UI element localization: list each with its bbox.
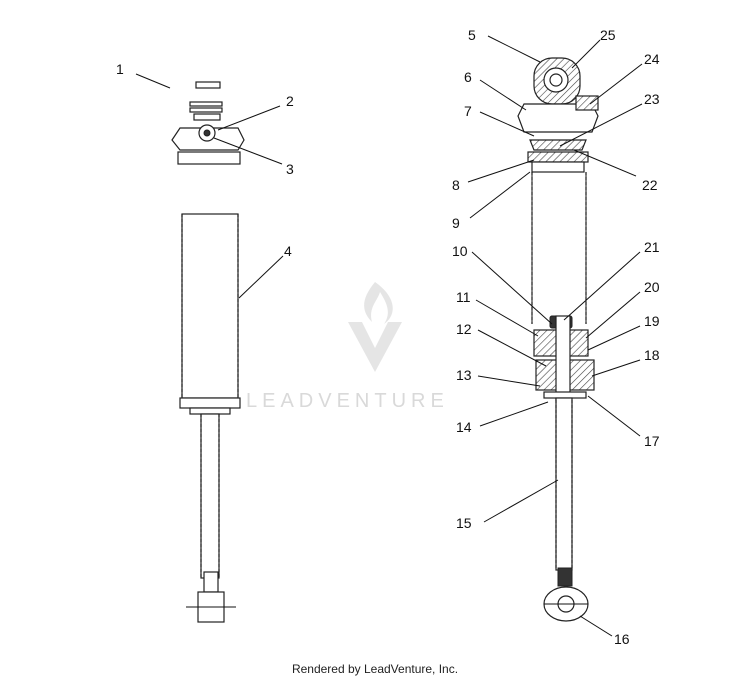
callout-18: 18 — [644, 347, 660, 363]
callout-7: 7 — [464, 103, 472, 119]
callout-10: 10 — [452, 243, 468, 259]
callout-19: 19 — [644, 313, 660, 329]
callout-17: 17 — [644, 433, 660, 449]
piston-top — [527, 151, 589, 163]
piston-rod — [555, 397, 573, 571]
shaft — [200, 413, 220, 579]
callout-22: 22 — [642, 177, 658, 193]
callout-3: 3 — [286, 161, 294, 177]
callout-23: 23 — [644, 91, 660, 107]
callout-24: 24 — [644, 51, 660, 67]
callout-11: 11 — [456, 289, 471, 305]
callout-13: 13 — [456, 367, 472, 383]
callout-9: 9 — [452, 215, 460, 231]
callout-20: 20 — [644, 279, 660, 295]
watermark-logo — [348, 282, 402, 372]
watermark-text: LEADVENTURE — [246, 390, 449, 412]
footer-credit: Rendered by LeadVenture, Inc. — [291, 662, 459, 676]
callout-4: 4 — [284, 243, 292, 259]
top-cap — [195, 81, 221, 89]
assembled-shock — [171, 81, 245, 623]
callout-6: 6 — [464, 69, 472, 85]
reservoir-port — [575, 95, 599, 111]
callout-25: 25 — [600, 27, 616, 43]
callout-16: 16 — [614, 631, 630, 647]
callout-21: 21 — [644, 239, 660, 255]
callout-14: 14 — [456, 419, 472, 435]
callout-2: 2 — [286, 93, 294, 109]
leader-lines — [135, 35, 643, 637]
callout-1: 1 — [116, 61, 124, 77]
shock-body — [181, 213, 239, 399]
callout-15: 15 — [456, 515, 472, 531]
callout-5: 5 — [468, 27, 476, 43]
callout-12: 12 — [456, 321, 472, 337]
callout-8: 8 — [452, 177, 460, 193]
cutaway-shock — [517, 57, 599, 622]
callout-labels: 1 2 3 4 5 6 7 8 9 10 11 12 13 14 15 16 1… — [116, 27, 660, 647]
